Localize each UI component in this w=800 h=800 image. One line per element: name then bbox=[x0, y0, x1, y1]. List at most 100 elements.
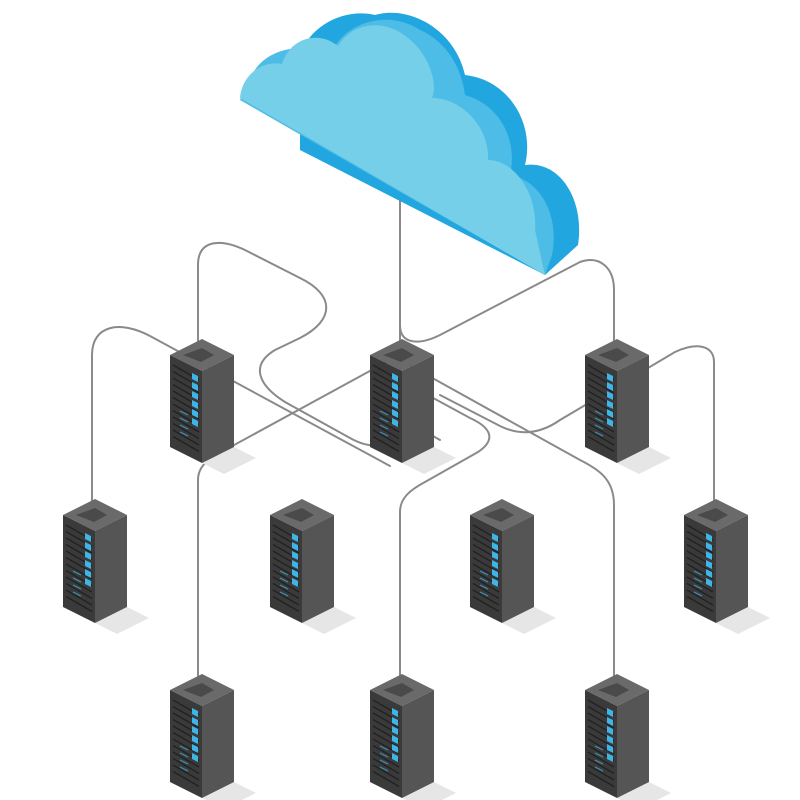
server-top-vent bbox=[483, 508, 514, 522]
server-slot bbox=[372, 377, 400, 394]
server-indicator bbox=[179, 431, 189, 437]
server-led bbox=[607, 382, 613, 391]
server-slot bbox=[472, 576, 500, 593]
server-slot bbox=[587, 764, 615, 781]
network-cable-2 bbox=[399, 259, 615, 346]
server-slot bbox=[587, 712, 615, 729]
server-indicator bbox=[179, 424, 189, 430]
server-indicator bbox=[379, 424, 389, 430]
network-cable-4 bbox=[91, 326, 391, 506]
server-led bbox=[392, 744, 398, 753]
server-led bbox=[85, 569, 91, 578]
server-slot bbox=[587, 377, 615, 394]
server-indicator bbox=[379, 752, 389, 758]
server-rack-icon bbox=[370, 339, 456, 474]
server-shadow bbox=[617, 447, 671, 474]
server-indicator bbox=[179, 759, 189, 765]
server-led bbox=[192, 409, 198, 418]
server-indicator bbox=[594, 431, 604, 437]
server-led bbox=[706, 578, 712, 587]
server-slot bbox=[65, 589, 93, 606]
server-slot bbox=[472, 595, 500, 613]
server-slot bbox=[372, 429, 400, 446]
server-indicator bbox=[379, 410, 389, 416]
server-slot bbox=[372, 422, 400, 440]
server-shadow bbox=[617, 782, 671, 800]
server-indicator bbox=[72, 577, 82, 583]
server-slot bbox=[372, 731, 400, 749]
server-shadow bbox=[302, 607, 356, 634]
server-shadow bbox=[402, 782, 456, 800]
server-indicator bbox=[693, 584, 703, 590]
server-led bbox=[392, 708, 398, 717]
server-led bbox=[607, 717, 613, 726]
server-led bbox=[706, 560, 712, 569]
server-indicator bbox=[179, 766, 189, 772]
server-slot bbox=[372, 435, 400, 453]
server-slot bbox=[587, 757, 615, 775]
server-led bbox=[392, 373, 398, 382]
server-slot bbox=[686, 582, 714, 600]
server-indicator bbox=[594, 424, 604, 430]
server-indicator bbox=[379, 766, 389, 772]
server-slot bbox=[372, 738, 400, 755]
server-top-vent bbox=[183, 683, 214, 697]
server-slot bbox=[65, 595, 93, 613]
server-led bbox=[706, 551, 712, 560]
server-indicator bbox=[72, 591, 82, 597]
server-front bbox=[170, 355, 202, 463]
server-rack-icon bbox=[470, 499, 556, 634]
server-rack-icon bbox=[585, 339, 671, 474]
server-slot bbox=[372, 403, 400, 420]
cloud-front-shape bbox=[240, 25, 545, 275]
server-slot bbox=[172, 731, 200, 749]
server-indicator bbox=[693, 570, 703, 576]
server-led bbox=[392, 726, 398, 735]
server-indicator bbox=[379, 759, 389, 765]
server-slot bbox=[372, 770, 400, 788]
server-rack-icon bbox=[63, 499, 149, 634]
server-shadow bbox=[202, 447, 256, 474]
server-indicator bbox=[179, 752, 189, 758]
server-side bbox=[202, 355, 234, 463]
server-indicator bbox=[693, 577, 703, 583]
server-slot bbox=[587, 770, 615, 788]
server-front bbox=[585, 690, 617, 798]
server-led bbox=[706, 569, 712, 578]
server-led bbox=[607, 391, 613, 400]
server-top-vent bbox=[598, 348, 629, 362]
server-led bbox=[392, 735, 398, 744]
server-shadow bbox=[95, 607, 149, 634]
server-shadow bbox=[402, 447, 456, 474]
server-led bbox=[292, 560, 298, 569]
server-slot bbox=[65, 537, 93, 554]
server-indicator bbox=[179, 745, 189, 751]
server-top-vent bbox=[283, 508, 314, 522]
server-slot bbox=[172, 757, 200, 775]
server-led bbox=[706, 533, 712, 542]
server-slot bbox=[686, 576, 714, 593]
server-led bbox=[192, 726, 198, 735]
server-slot bbox=[272, 595, 300, 613]
server-top-vent bbox=[598, 683, 629, 697]
server-top-vent bbox=[76, 508, 107, 522]
server-indicator bbox=[279, 591, 289, 597]
server-slot bbox=[272, 582, 300, 600]
server-slot bbox=[272, 537, 300, 554]
server-shadow bbox=[202, 782, 256, 800]
server-slot bbox=[372, 764, 400, 781]
server-led bbox=[706, 542, 712, 551]
server-led bbox=[607, 409, 613, 418]
server-indicator bbox=[279, 577, 289, 583]
server-side bbox=[402, 690, 434, 798]
server-rack-icon bbox=[684, 499, 770, 634]
server-led bbox=[392, 400, 398, 409]
server-slot bbox=[686, 556, 714, 574]
server-indicator bbox=[72, 584, 82, 590]
server-slot bbox=[172, 377, 200, 394]
server-slot bbox=[686, 595, 714, 613]
server-slot bbox=[587, 435, 615, 453]
network-cable-8 bbox=[439, 345, 715, 506]
